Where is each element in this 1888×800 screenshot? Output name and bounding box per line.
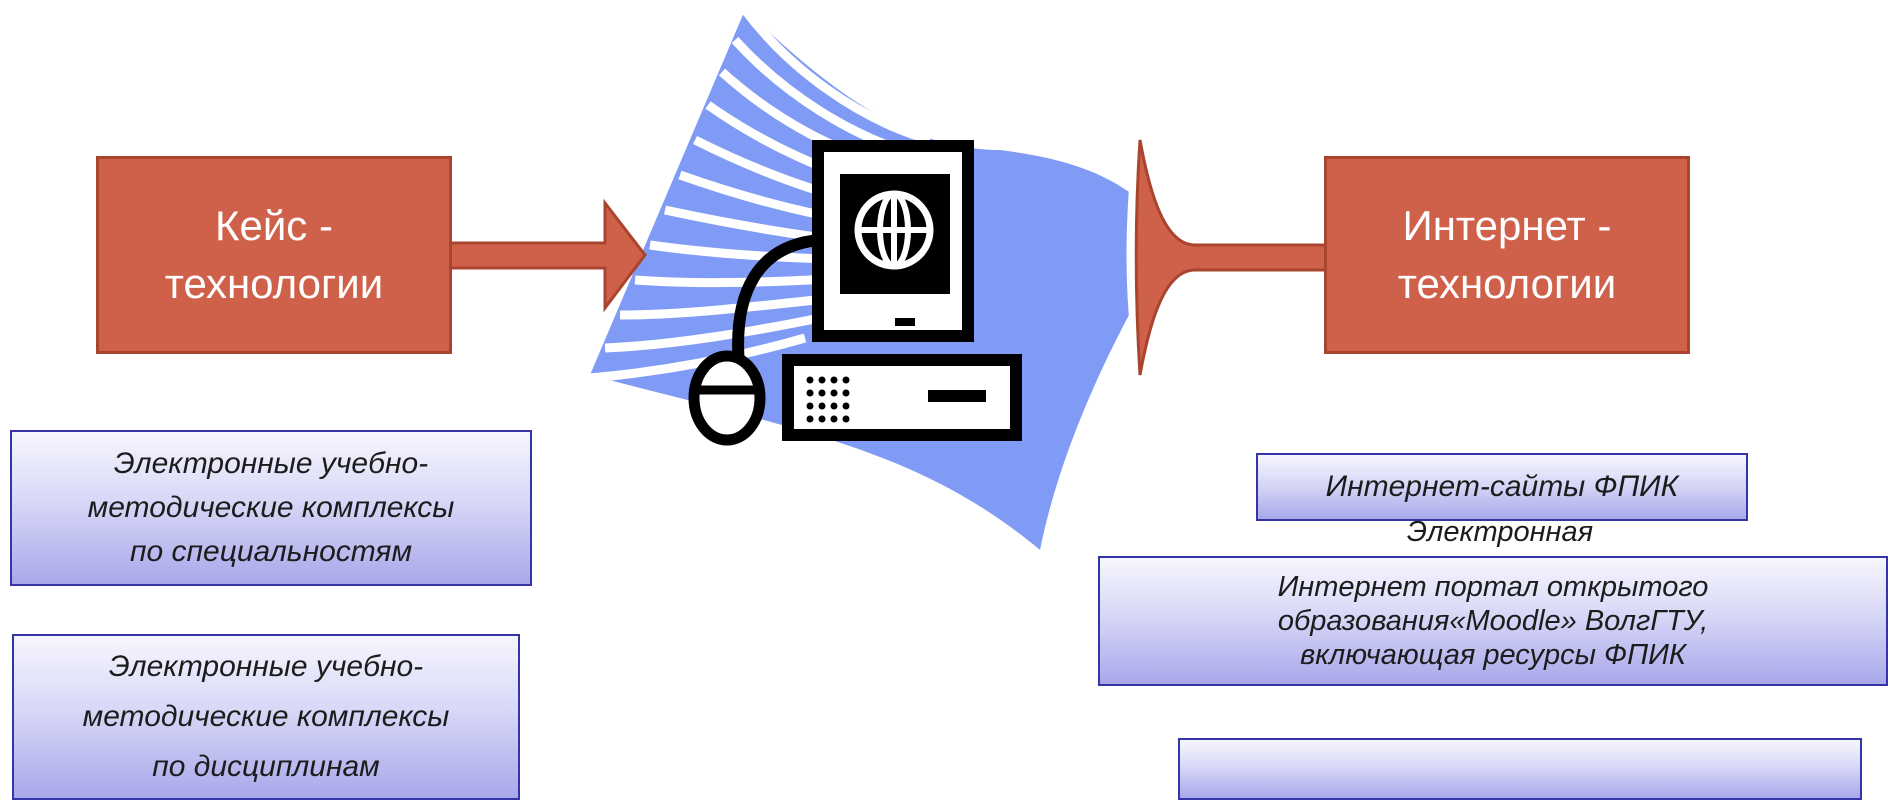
right-arrow [1134,139,1337,376]
case-technologies-box: Кейс - технологии [96,156,452,354]
specialties-box: Электронные учебно- методические комплек… [10,430,532,586]
left-arrow [443,198,647,313]
specialties-line-2: методические комплексы [87,491,455,524]
mouse-icon [688,350,766,446]
moodle-portal-line-2: образования«Moodle» ВолгГТУ, [1277,605,1709,637]
moodle-portal-line-1: Интернет портал открытого [1277,571,1709,603]
moodle-portal-box: Интернет портал открытого образования«Mo… [1098,556,1888,686]
disciplines-line-1: Электронные учебно- [108,650,424,683]
case-technologies-line-2: технологии [164,260,384,307]
disciplines-line-3: по дисциплинам [152,750,380,783]
moodle-portal-line-3: включающая ресурсы ФПИК [1300,639,1686,671]
specialties-line-1: Электронные учебно- [113,447,429,480]
fpik-sites-label: Интернет-сайты ФПИК [1325,470,1679,503]
disciplines-box: Электронные учебно- методические комплек… [12,634,520,800]
disciplines-line-2: методические комплексы [82,700,450,733]
specialties-line-3: по специальностям [129,535,413,568]
fpik-sites-box: Интернет-сайты ФПИК [1256,453,1748,521]
internet-technologies-box: Интернет - технологии [1324,156,1690,354]
electronic-floating-text: Электронная [1406,516,1594,548]
internet-technologies-line-2: технологии [1397,260,1617,307]
empty-info-box [1178,738,1862,800]
internet-technologies-line-1: Интернет - [1402,202,1612,249]
case-technologies-line-1: Кейс - [215,202,333,249]
computer-icon [688,140,1022,446]
globe-icon [854,190,934,270]
